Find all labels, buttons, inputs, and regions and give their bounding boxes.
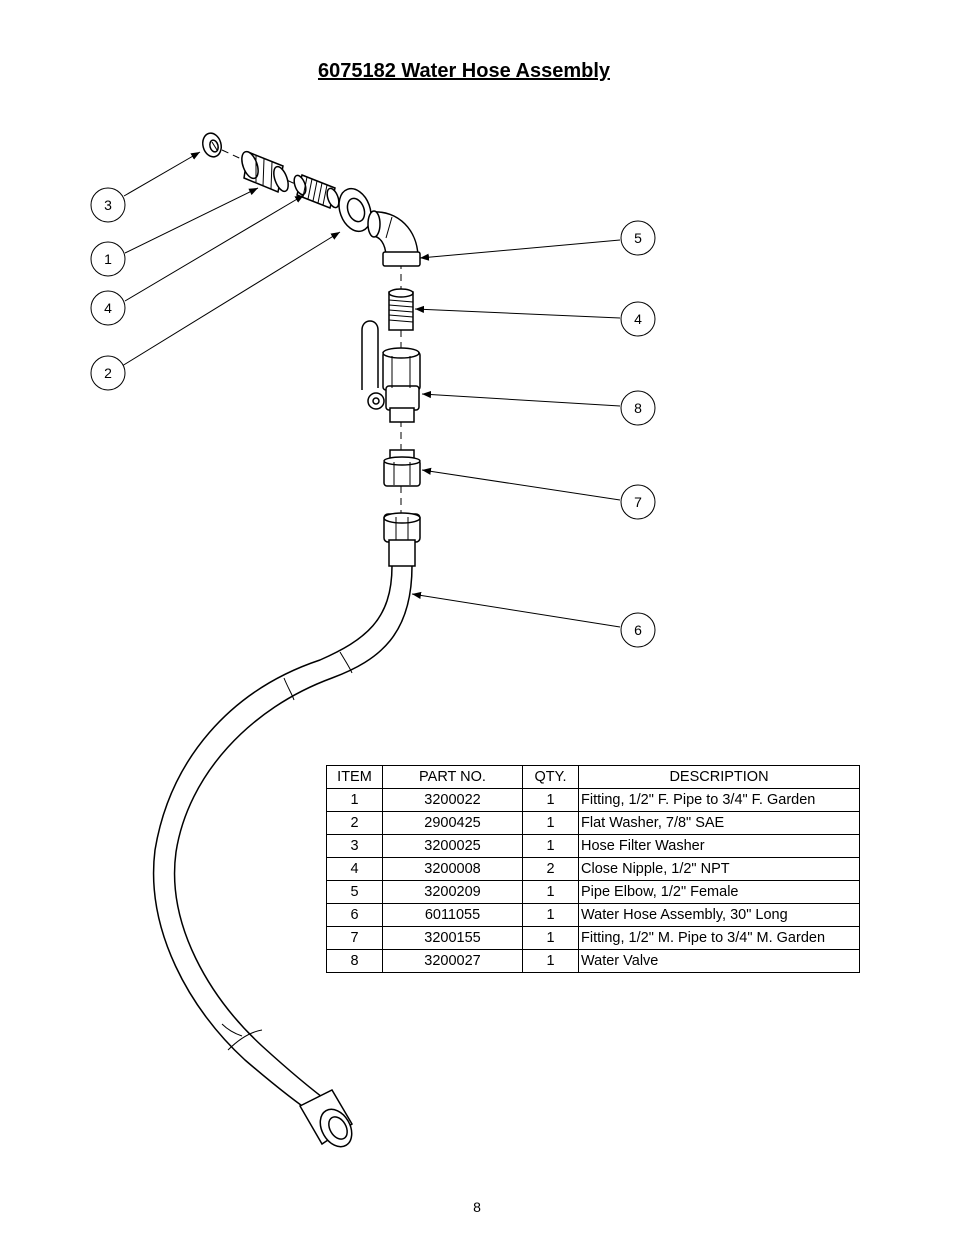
callout-6-label: 6 bbox=[634, 622, 642, 638]
leader-line-2 bbox=[121, 231, 341, 367]
leader-line-8 bbox=[421, 390, 621, 407]
cell-qty: 1 bbox=[522, 949, 579, 973]
page-number: 8 bbox=[473, 1199, 481, 1215]
cell-description: Water Valve bbox=[578, 949, 860, 973]
table-row: 1 3200022 1 Fitting, 1/2" F. Pipe to 3/4… bbox=[326, 788, 860, 812]
cell-description: Hose Filter Washer bbox=[578, 834, 860, 858]
leader-line-4-lower bbox=[414, 305, 621, 319]
cell-part-no: 2900425 bbox=[382, 811, 523, 835]
header-item: ITEM bbox=[326, 765, 383, 789]
cell-part-no: 3200022 bbox=[382, 788, 523, 812]
cell-qty: 1 bbox=[522, 834, 579, 858]
cell-description: Close Nipple, 1/2" NPT bbox=[578, 857, 860, 881]
leader-line-3 bbox=[123, 151, 201, 197]
table-row: 2 2900425 1 Flat Washer, 7/8" SAE bbox=[326, 811, 860, 835]
hose-filter-washer-part bbox=[202, 132, 222, 158]
cell-qty: 1 bbox=[522, 811, 579, 835]
pipe-elbow-part bbox=[367, 210, 421, 267]
table-row: 8 3200027 1 Water Valve bbox=[326, 949, 860, 973]
cell-item: 7 bbox=[326, 926, 383, 950]
cell-description: Water Hose Assembly, 30" Long bbox=[578, 903, 860, 927]
cell-qty: 2 bbox=[522, 857, 579, 881]
callout-7-label: 7 bbox=[634, 494, 642, 510]
cell-part-no: 3200209 bbox=[382, 880, 523, 904]
callout-5-label: 5 bbox=[634, 230, 642, 246]
table-row: 6 6011055 1 Water Hose Assembly, 30" Lon… bbox=[326, 903, 860, 927]
cell-item: 5 bbox=[326, 880, 383, 904]
callout-7: 7 bbox=[620, 484, 656, 520]
water-valve-part bbox=[361, 320, 421, 423]
cell-part-no: 3200155 bbox=[382, 926, 523, 950]
callout-1-label: 1 bbox=[104, 251, 112, 267]
cell-item: 3 bbox=[326, 834, 383, 858]
flat-washer-part bbox=[338, 187, 372, 233]
callout-4-left-label: 4 bbox=[104, 300, 112, 316]
table-row: 4 3200008 2 Close Nipple, 1/2" NPT bbox=[326, 857, 860, 881]
cell-description: Fitting, 1/2" M. Pipe to 3/4" M. Garden bbox=[578, 926, 860, 950]
callout-5: 5 bbox=[620, 220, 656, 256]
leader-line-6 bbox=[411, 591, 621, 628]
cell-part-no: 3200027 bbox=[382, 949, 523, 973]
callout-3-label: 3 bbox=[104, 197, 112, 213]
close-nipple-part-upper bbox=[293, 173, 340, 210]
parts-list-table: ITEM PART NO. QTY. DESCRIPTION 1 3200022… bbox=[326, 765, 860, 973]
cell-part-no: 6011055 bbox=[382, 903, 523, 927]
cell-part-no: 3200008 bbox=[382, 857, 523, 881]
cell-description: Pipe Elbow, 1/2" Female bbox=[578, 880, 860, 904]
cell-part-no: 3200025 bbox=[382, 834, 523, 858]
fitting-male-garden-part bbox=[383, 449, 421, 487]
water-hose-part bbox=[152, 512, 421, 1148]
leader-line-1 bbox=[124, 187, 259, 254]
callouts: 3 1 4 2 5 4 8 7 6 bbox=[90, 187, 656, 648]
cell-qty: 1 bbox=[522, 880, 579, 904]
cell-description: Fitting, 1/2" F. Pipe to 3/4" F. Garden bbox=[578, 788, 860, 812]
callout-3: 3 bbox=[90, 187, 126, 223]
cell-qty: 1 bbox=[522, 926, 579, 950]
callout-2: 2 bbox=[90, 355, 126, 391]
cell-item: 1 bbox=[326, 788, 383, 812]
header-part-no: PART NO. bbox=[382, 765, 523, 789]
table-row: 3 3200025 1 Hose Filter Washer bbox=[326, 834, 860, 858]
table-header-row: ITEM PART NO. QTY. DESCRIPTION bbox=[326, 765, 860, 789]
header-description: DESCRIPTION bbox=[578, 765, 860, 789]
callout-4-left: 4 bbox=[90, 290, 126, 326]
callout-8-label: 8 bbox=[634, 400, 642, 416]
cell-qty: 1 bbox=[522, 903, 579, 927]
leader-line-5 bbox=[419, 239, 621, 261]
page-title: 6075182 Water Hose Assembly bbox=[317, 60, 610, 82]
cell-item: 6 bbox=[326, 903, 383, 927]
table-row: 5 3200209 1 Pipe Elbow, 1/2" Female bbox=[326, 880, 860, 904]
cell-description: Flat Washer, 7/8" SAE bbox=[578, 811, 860, 835]
cell-item: 4 bbox=[326, 857, 383, 881]
callout-8: 8 bbox=[620, 390, 656, 426]
fitting-female-garden-part bbox=[241, 150, 289, 194]
cell-item: 2 bbox=[326, 811, 383, 835]
header-qty: QTY. bbox=[522, 765, 579, 789]
leader-line-7 bbox=[421, 467, 621, 501]
cell-qty: 1 bbox=[522, 788, 579, 812]
callout-1: 1 bbox=[90, 241, 126, 277]
callout-6: 6 bbox=[620, 612, 656, 648]
leader-lines bbox=[121, 151, 621, 628]
callout-4-right-label: 4 bbox=[634, 311, 642, 327]
callout-4-right: 4 bbox=[620, 301, 656, 337]
table-row: 7 3200155 1 Fitting, 1/2" M. Pipe to 3/4… bbox=[326, 926, 860, 950]
close-nipple-part-lower bbox=[388, 288, 414, 331]
callout-2-label: 2 bbox=[104, 365, 112, 381]
leader-line-4-upper bbox=[124, 194, 305, 302]
cell-item: 8 bbox=[326, 949, 383, 973]
